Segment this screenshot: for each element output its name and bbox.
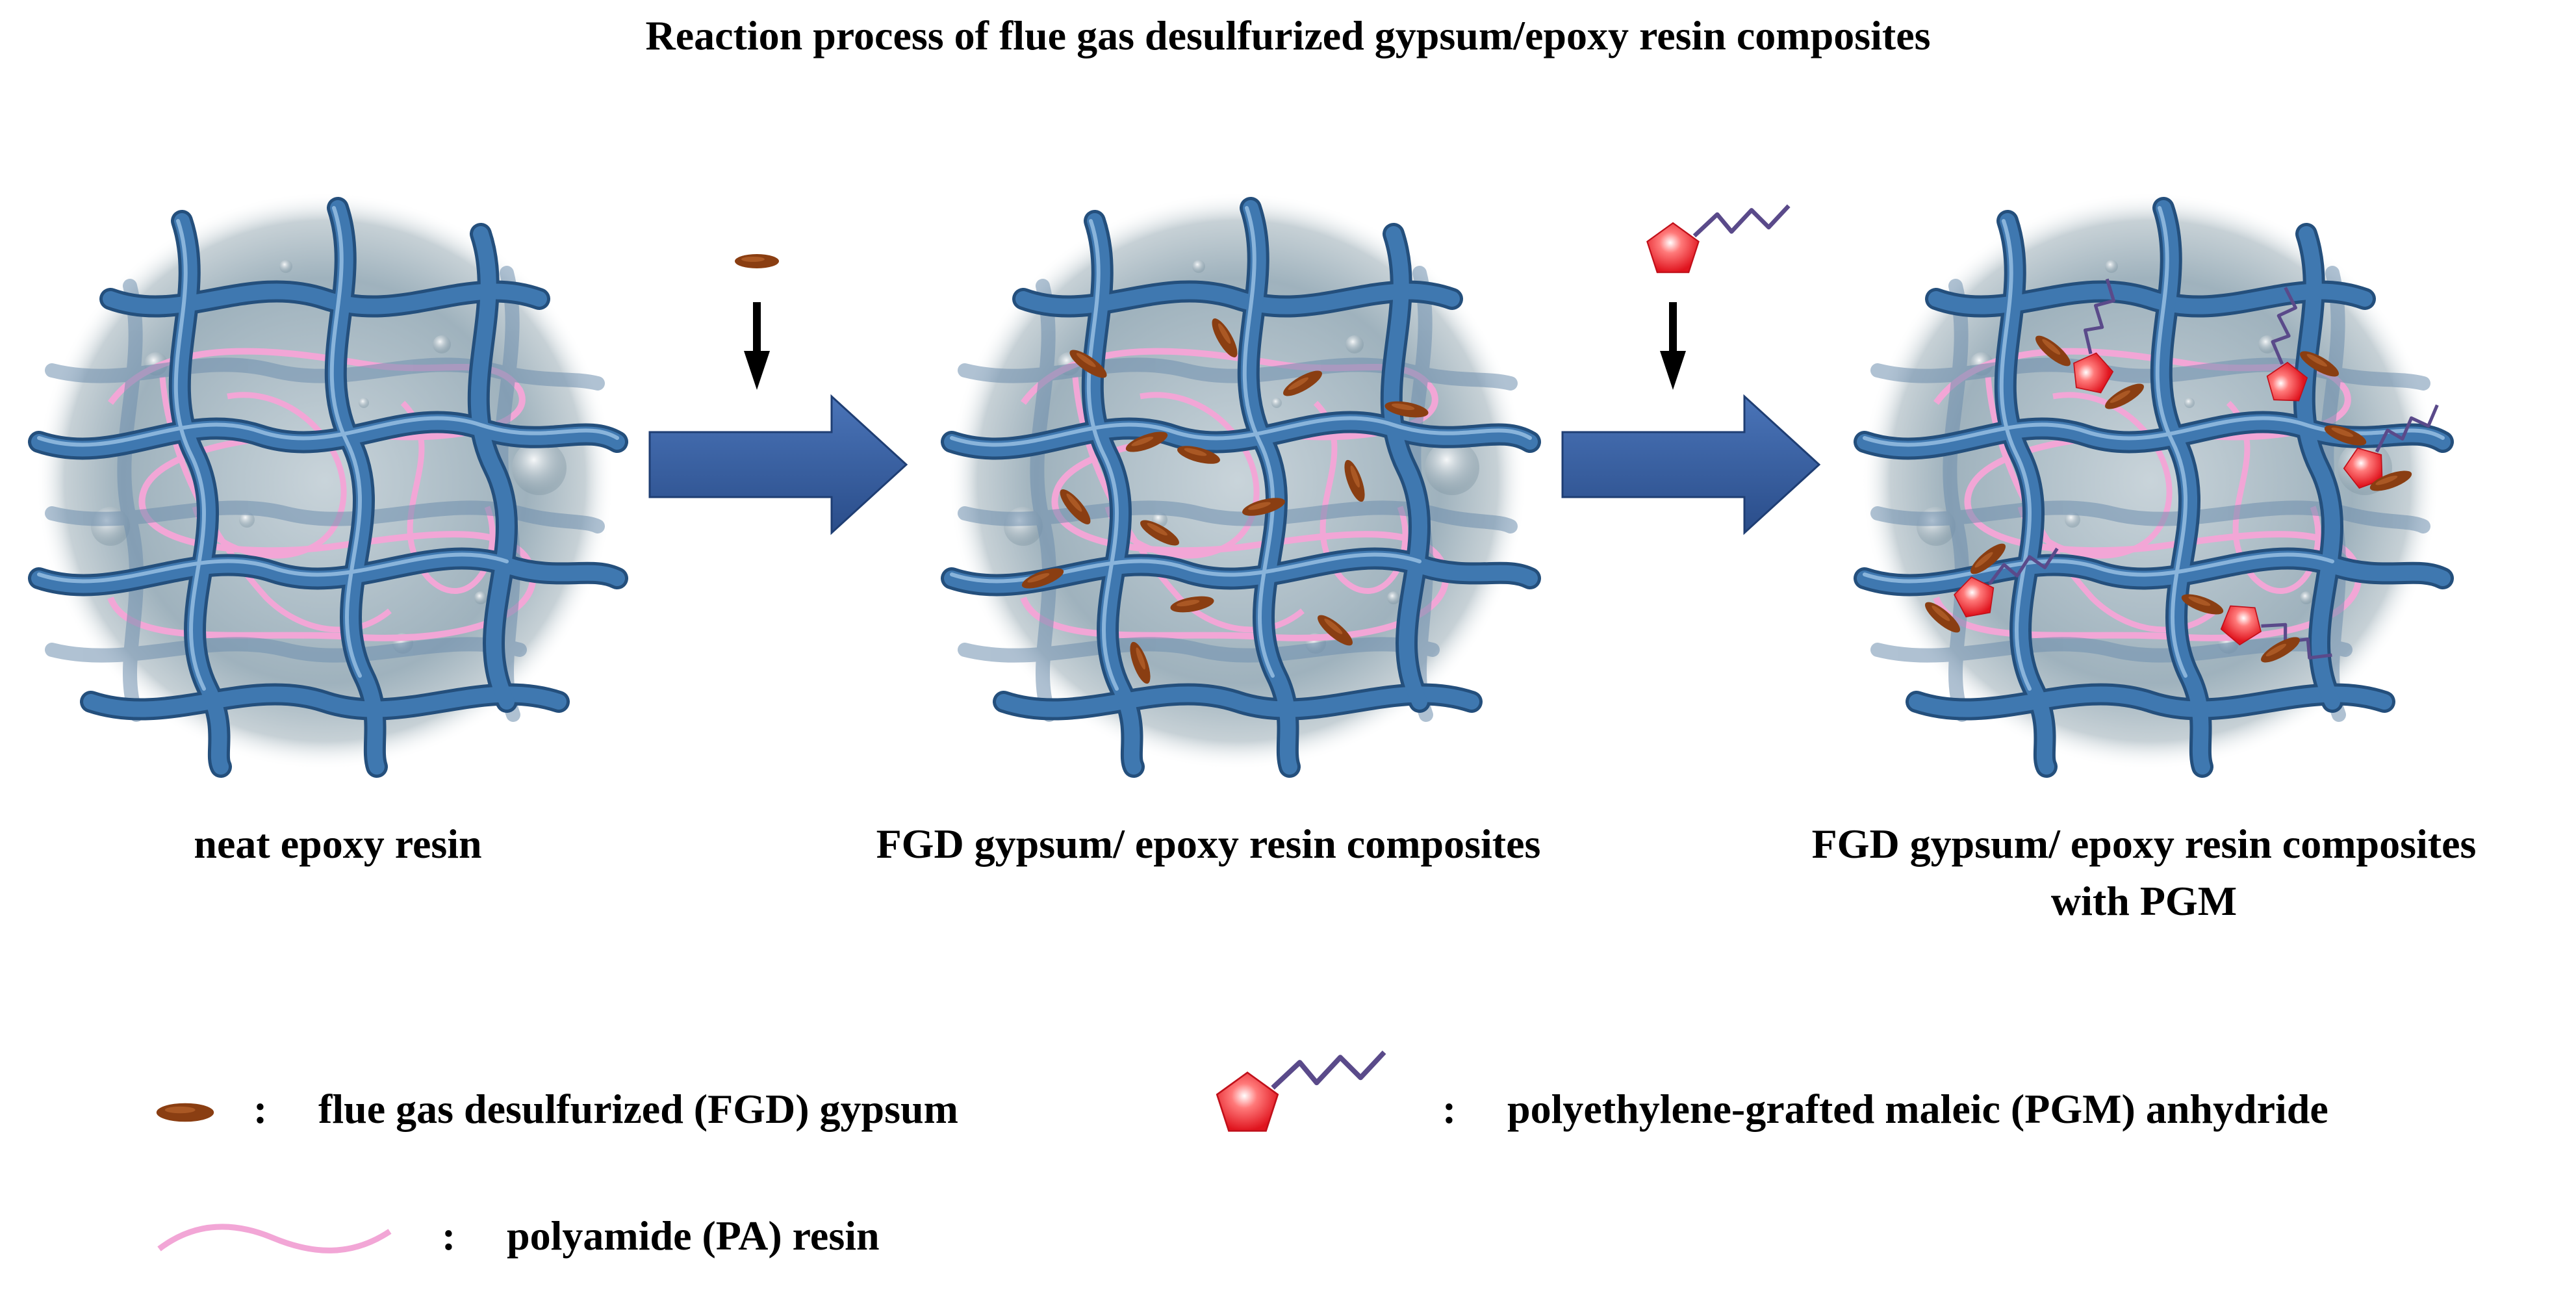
down-arrow-icon-2 xyxy=(1660,302,1686,390)
fgd-composite-pgm-sphere xyxy=(1861,192,2455,770)
stage-caption-fgd-composite: FGD gypsum/ epoxy resin composites xyxy=(876,821,1541,867)
legend-gypsum-label: flue gas desulfurized (FGD) gypsum xyxy=(318,1086,958,1132)
process-arrow-2 xyxy=(1561,206,1821,535)
process-arrow-1 xyxy=(648,254,908,535)
legend-separator: : xyxy=(1442,1086,1457,1132)
gypsum-added-icon xyxy=(735,254,779,268)
stage-caption-line2: with PGM xyxy=(2050,878,2238,924)
legend-polyamide-icon xyxy=(157,1224,392,1253)
neat-epoxy-sphere xyxy=(36,192,617,770)
diagram-title: Reaction process of flue gas desulfurize… xyxy=(645,12,1931,58)
legend-separator: : xyxy=(253,1086,268,1132)
legend-polyamide-label: polyamide (PA) resin xyxy=(507,1213,880,1259)
stage-caption-neat-epoxy: neat epoxy resin xyxy=(194,821,482,867)
stage-caption-line1: FGD gypsum/ epoxy resin composites xyxy=(1811,821,2477,867)
pgm-added-icon xyxy=(1647,206,1789,272)
fgd-composite-sphere xyxy=(949,192,1530,770)
down-arrow-icon-1 xyxy=(744,302,770,390)
legend-separator: : xyxy=(442,1213,456,1259)
legend-gypsum-icon xyxy=(156,1103,214,1122)
legend-pgm-label: polyethylene-grafted maleic (PGM) anhydr… xyxy=(1507,1086,2328,1132)
legend-pgm-icon xyxy=(1217,1052,1384,1131)
stage-caption-fgd-composite-pgm: FGD gypsum/ epoxy resin composites with … xyxy=(1715,815,2573,930)
